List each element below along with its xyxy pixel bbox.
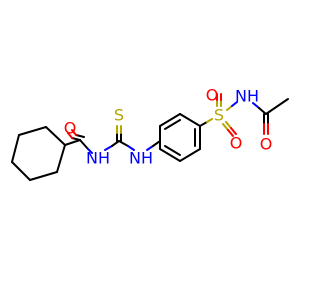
ring-carbonyl-bond [64,139,81,146]
carbonyl-double-bond-left [67,129,85,141]
ring-bond [179,113,201,127]
ring-bond [56,144,66,173]
sulfonyl-double-bond-bottom [222,121,237,137]
cyclohexane-ring [11,126,66,181]
sulfur-label: S [114,106,124,125]
molecule-structure: O NH S NH S O [11,86,289,181]
oxygen-label: O [260,135,273,154]
aromatic-inner-bond [164,119,181,130]
thiourea-bond [118,140,129,147]
ring-bond [159,113,181,127]
ring-bond [159,148,181,162]
oxygen-label: O [230,134,243,153]
acetyl-bond [252,102,260,109]
ring-bond [45,126,66,146]
ring-bond [18,126,47,136]
amide-bond [87,148,93,154]
oxygen-label: O [64,119,77,138]
thiourea-bond [127,145,135,151]
thiourea-bond [104,145,113,151]
ring-bond [11,161,31,181]
nitrogen-label: NH [235,87,259,106]
aryl-nitrogen-bond [146,145,154,151]
aryl-nitrogen-bond [152,140,161,147]
sulfonyl-double-bond-top [216,93,222,107]
acetyl-bond [258,107,267,115]
aryl-sulfur-bond [199,121,208,127]
nitrogen-label: NH [129,149,153,168]
aryl-sulfur-bond [206,118,213,123]
ring-bond [29,171,58,181]
ring-bond [11,134,20,163]
ring-bond [179,148,201,162]
aromatic-inner-bond [164,145,181,156]
thiourea-bond [111,140,120,147]
benzene-ring [159,113,201,162]
sulfonyl-sulfur-label: S [214,106,224,125]
amide-bond [79,139,89,150]
thiocarbonyl-double-bond [116,125,122,142]
methyl-bond [265,98,289,115]
nitrogen-label: NH [86,149,110,168]
sulfonamide-bond [231,101,238,107]
oxygen-label: O [206,86,219,105]
sulfonamide-bond [226,105,233,111]
carbonyl-double-bond-right [263,113,269,135]
